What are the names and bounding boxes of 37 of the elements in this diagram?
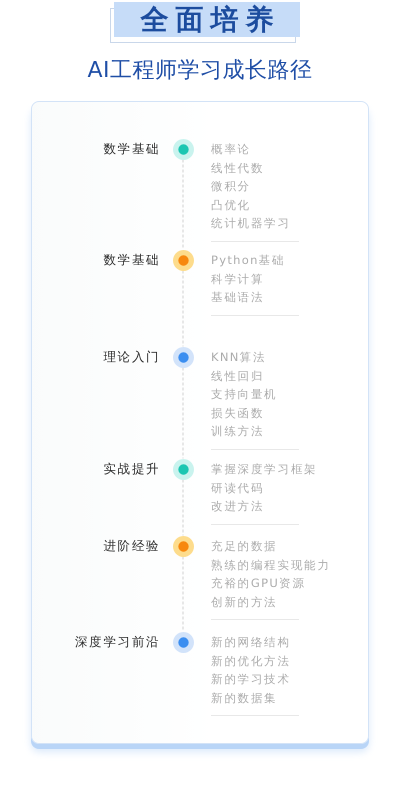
list-item: 训练方法 [211, 423, 264, 440]
list-item: 微积分 [211, 178, 251, 195]
list-item: 新的数据集 [211, 690, 278, 706]
list-item: 充足的数据 [211, 538, 278, 555]
list-item: 创新的方法 [211, 594, 278, 610]
list-item: 研读代码 [211, 480, 264, 496]
list-item: 新的学习技术 [211, 671, 291, 688]
list-item: 概率论 [211, 141, 251, 158]
stage-label: 理论入门 [103, 348, 160, 366]
dashed-line [182, 270, 184, 347]
list-item: 凸优化 [211, 196, 251, 214]
list-item: 线性代数 [211, 160, 264, 176]
stage-label: 数学基础 [103, 251, 160, 269]
list-item: 线性回归 [211, 368, 264, 384]
dashed-line [182, 556, 184, 632]
subtitle: AI工程师学习成长路径 [87, 57, 313, 85]
list-item: 新的优化方法 [211, 652, 291, 670]
list-item: 充裕的GPU资源 [211, 575, 306, 592]
dashed-line [182, 479, 184, 536]
list-item: 掌握深度学习框架 [211, 461, 318, 478]
dashed-line [182, 159, 184, 250]
list-item: 支持向量机 [211, 386, 278, 403]
stage-label: 进阶经验 [103, 537, 160, 555]
dashed-line [182, 367, 184, 459]
stage-label: 数学基础 [103, 140, 160, 158]
list-item: KNN算法 [211, 349, 266, 366]
stage-label: 深度学习前沿 [74, 633, 160, 651]
list-item: 基础语法 [211, 289, 264, 306]
list-item: 统计机器学习 [211, 215, 291, 232]
list-item: 损失函数 [211, 404, 264, 422]
list-item: 新的网络结构 [211, 634, 291, 651]
list-item: 改进方法 [211, 498, 264, 515]
list-item: 科学计算 [211, 270, 264, 288]
list-item: Python基础 [211, 252, 286, 269]
stage-label: 实战提升 [103, 460, 160, 478]
title-banner: 全面培养 [114, 2, 300, 37]
list-item: 熟练的编程实现能力 [211, 556, 331, 574]
